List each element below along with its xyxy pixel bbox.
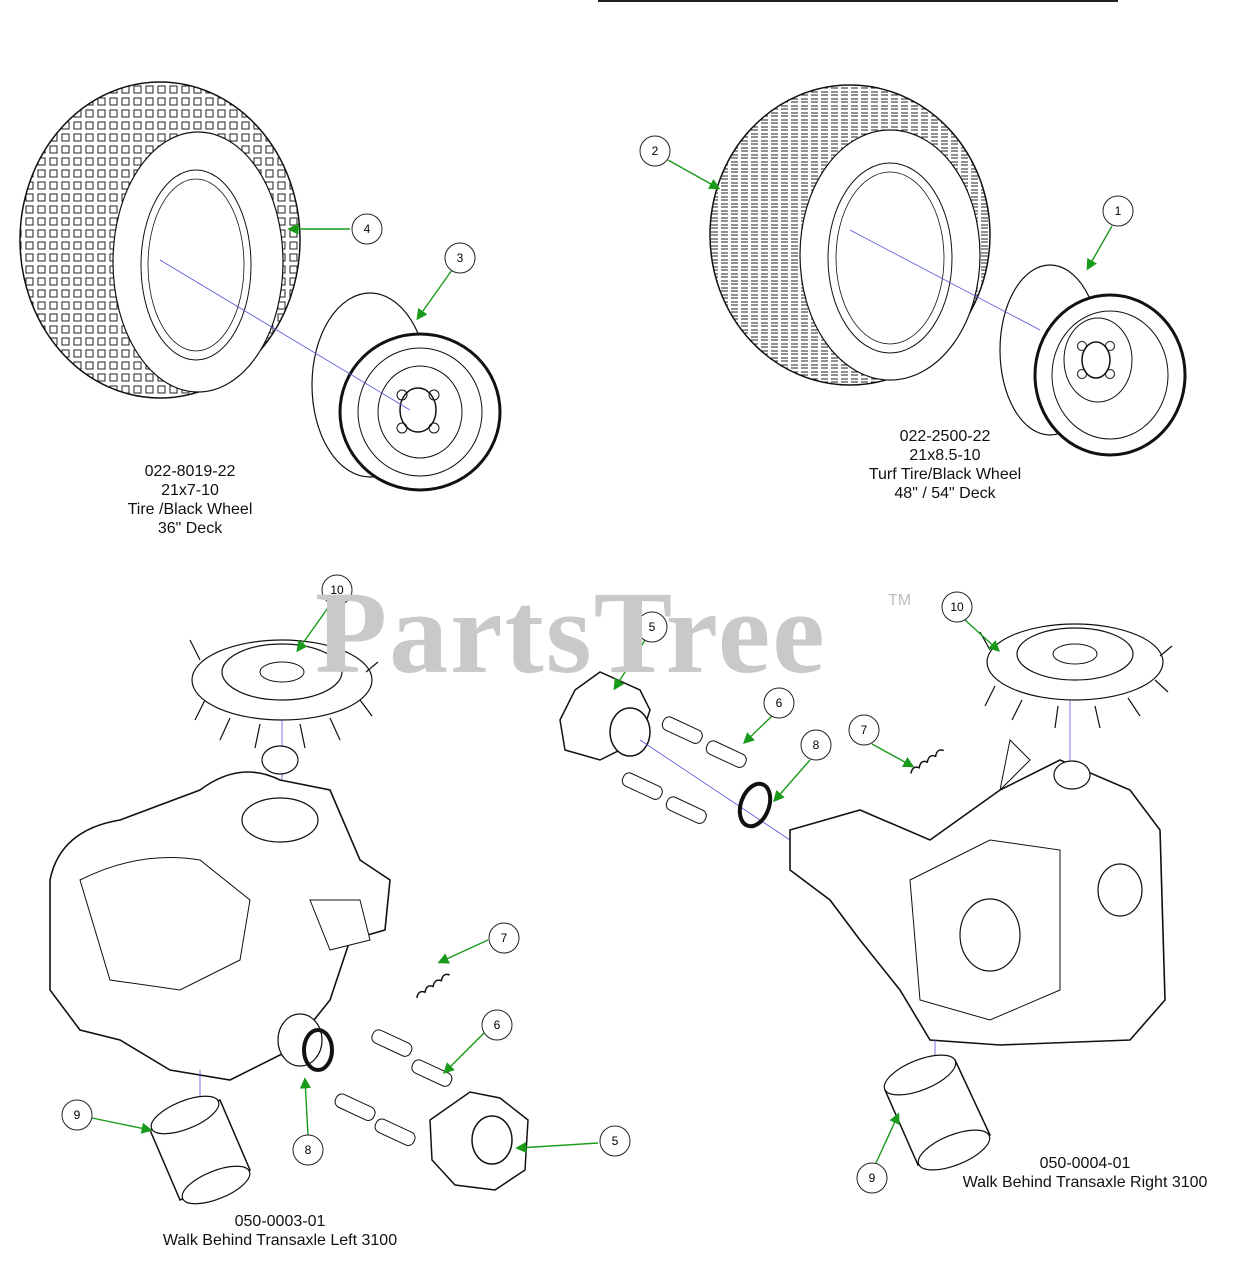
hub-right (559, 671, 651, 761)
callout-5-upper: 5 (636, 611, 668, 643)
pins-right (621, 716, 747, 824)
callout-9-left: 9 (61, 1099, 93, 1131)
callout-label: 8 (813, 738, 820, 752)
fan-right (979, 623, 1173, 729)
callout-5-lower: 5 (599, 1125, 631, 1157)
fan-left (189, 639, 379, 749)
callout-label: 2 (652, 144, 659, 158)
part-number: 022-2500-22 (899, 428, 991, 445)
caption-transaxle-right: 050-0004-01 Walk Behind Transaxle Right … (930, 1154, 1237, 1192)
wheel-48-54-deck (999, 264, 1187, 457)
deck-size: 36" Deck (157, 520, 223, 537)
description: Walk Behind Transaxle Left 3100 (162, 1232, 398, 1249)
part-number: 050-0004-01 (1039, 1155, 1131, 1172)
callout-2: 2 (639, 135, 671, 167)
callout-label: 10 (950, 600, 964, 614)
transaxle-right-body (789, 738, 1166, 1046)
callout-10-left: 10 (321, 574, 353, 606)
description: Walk Behind Transaxle Right 3100 (962, 1174, 1208, 1191)
tire-size: 21x7-10 (161, 482, 219, 499)
callout-1: 1 (1102, 195, 1134, 227)
callout-label: 10 (330, 583, 344, 597)
caption-wheel-36: 022-8019-22 21x7-10 Tire /Black Wheel 36… (90, 462, 290, 538)
deck-size: 48" / 54" Deck (894, 485, 996, 502)
axis-line (849, 229, 1041, 331)
callout-label: 7 (861, 723, 868, 737)
callout-10-right: 10 (941, 591, 973, 623)
callout-6-upper: 6 (763, 687, 795, 719)
filter-right (883, 1054, 992, 1171)
hub-left (429, 1091, 529, 1191)
callout-label: 6 (494, 1018, 501, 1032)
spring-right (910, 749, 945, 774)
callout-label: 1 (1115, 204, 1122, 218)
callout-7-lower: 7 (488, 922, 520, 954)
callout-label: 5 (612, 1134, 619, 1148)
part-number: 050-0003-01 (234, 1213, 326, 1230)
trademark: TM (888, 592, 912, 609)
part-number: 022-8019-22 (144, 463, 236, 480)
washer-right (737, 781, 773, 829)
caption-wheel-48-54: 022-2500-22 21x8.5-10 Turf Tire/Black Wh… (820, 427, 1070, 503)
callout-7-upper: 7 (848, 714, 880, 746)
callout-8-lower: 8 (292, 1134, 324, 1166)
pins-left (334, 1029, 453, 1146)
watermark: PartsTree (315, 567, 827, 698)
tire-36-deck (19, 81, 301, 399)
callout-label: 3 (457, 251, 464, 265)
axis-line (159, 259, 411, 411)
axis-line (639, 739, 791, 841)
callout-label: 9 (869, 1171, 876, 1185)
callout-4: 4 (351, 213, 383, 245)
washer-left (302, 1028, 334, 1072)
description: Turf Tire/Black Wheel (868, 466, 1022, 483)
callout-label: 4 (364, 222, 371, 236)
tire-size: 21x8.5-10 (909, 447, 981, 464)
wheel-36-deck (311, 292, 502, 492)
callout-label: 5 (649, 620, 656, 634)
caption-transaxle-left: 050-0003-01 Walk Behind Transaxle Left 3… (140, 1212, 420, 1250)
transaxle-left-body (49, 745, 391, 1081)
header-rule (598, 0, 1118, 2)
callout-9-right: 9 (856, 1162, 888, 1194)
spring-left (416, 973, 450, 999)
callout-label: 6 (776, 696, 783, 710)
filter-left (149, 1095, 251, 1205)
callout-3: 3 (444, 242, 476, 274)
callout-leaders (91, 159, 1113, 1164)
description: Tire /Black Wheel (127, 501, 253, 518)
callout-6-lower: 6 (481, 1009, 513, 1041)
tire-48-54-deck (709, 84, 991, 386)
callout-label: 7 (501, 931, 508, 945)
callout-8-upper: 8 (800, 729, 832, 761)
callout-label: 8 (305, 1143, 312, 1157)
callout-label: 9 (74, 1108, 81, 1122)
